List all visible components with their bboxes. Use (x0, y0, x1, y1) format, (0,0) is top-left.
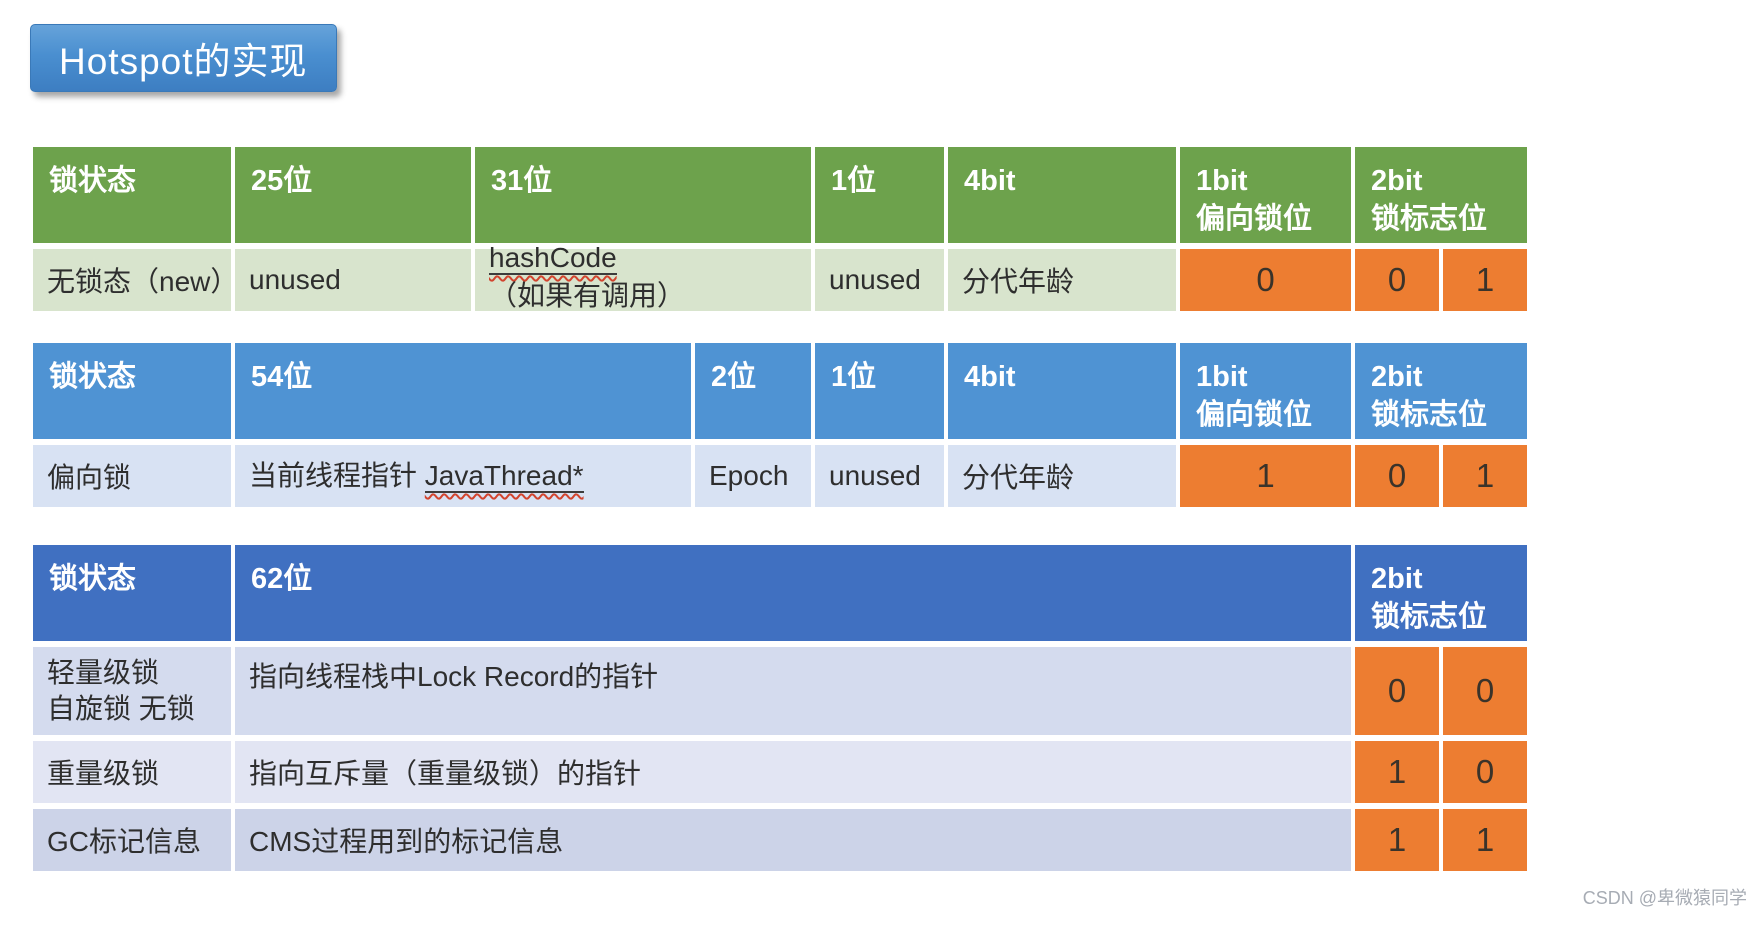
table-row-heavyweight: 重量级锁 指向互斥量（重量级锁）的指针 1 0 (33, 741, 1527, 803)
cell-state: 无锁态（new） (33, 249, 238, 311)
table-no-lock-data-row: 无锁态（new） unused hashCode （如果有调用） unused 分… (33, 242, 1527, 311)
thread-pointer-text: 当前线程指针 JavaThread* (249, 454, 584, 498)
cell-unused-1: unused (815, 249, 944, 311)
table-biased-lock: 锁状态 54位 2位 1位 4bit 1bit 偏向锁位 2bit 锁标志位 偏… (33, 343, 1527, 507)
hashcode-rest: （如果有调用） (489, 280, 686, 311)
header-bias-bit: 1bit 偏向锁位 (1180, 147, 1351, 243)
header-4bit: 4bit (948, 343, 1176, 439)
table-other-locks: 锁状态 62位 2bit 锁标志位 轻量级锁 自旋锁 无锁 指向线程栈中Lock… (33, 545, 1527, 871)
cell-flag-bit-1: 1 (1355, 809, 1439, 871)
cell-thread-pointer: 当前线程指针 JavaThread* (235, 445, 691, 507)
table-other-header-row: 锁状态 62位 2bit 锁标志位 (33, 545, 1527, 641)
cell-state: 重量级锁 (33, 741, 231, 803)
cell-desc: 指向线程栈中Lock Record的指针 (235, 647, 1351, 735)
header-31bit: 31位 (475, 147, 811, 243)
javathread-underlined: JavaThread* (424, 460, 584, 493)
cell-age: 分代年龄 (948, 445, 1176, 507)
cell-flag-bit-1: 0 (1355, 647, 1439, 735)
header-lock-state: 锁状态 (33, 343, 231, 439)
hashcode-underlined: hashCode (489, 242, 617, 275)
table-row-gc-mark: GC标记信息 CMS过程用到的标记信息 1 1 (33, 809, 1527, 871)
cell-age: 分代年龄 (948, 249, 1176, 311)
cell-flag-bit-1: 0 (1355, 249, 1439, 311)
slide-title: Hotspot的实现 (30, 24, 337, 92)
cell-unused: unused (815, 445, 944, 507)
slide-title-text: Hotspot的实现 (59, 41, 308, 82)
header-2bit: 2位 (695, 343, 811, 439)
cell-flag-bit-2: 0 (1443, 741, 1527, 803)
cell-state: 轻量级锁 自旋锁 无锁 (33, 647, 231, 735)
cell-bias-bit: 1 (1180, 445, 1351, 507)
header-1bit: 1位 (815, 147, 944, 243)
header-62bit: 62位 (235, 545, 1351, 641)
cell-flag-bit-1: 1 (1355, 741, 1439, 803)
cell-epoch: Epoch (695, 445, 811, 507)
header-flag-bits: 2bit 锁标志位 (1355, 545, 1527, 641)
header-lock-state: 锁状态 (33, 545, 231, 641)
cell-desc: 指向互斥量（重量级锁）的指针 (235, 741, 1351, 803)
table-biased-header-row: 锁状态 54位 2位 1位 4bit 1bit 偏向锁位 2bit 锁标志位 (33, 343, 1527, 439)
header-54bit: 54位 (235, 343, 691, 439)
table-row-lightweight: 轻量级锁 自旋锁 无锁 指向线程栈中Lock Record的指针 0 0 (33, 647, 1527, 735)
header-flag-bits: 2bit 锁标志位 (1355, 147, 1527, 243)
cell-flag-bit-1: 0 (1355, 445, 1439, 507)
cell-flag-bit-2: 1 (1443, 445, 1527, 507)
header-lock-state: 锁状态 (33, 147, 231, 243)
table-no-lock-header-row: 锁状态 25位 31位 1位 4bit 1bit 偏向锁位 2bit 锁标志位 (33, 147, 1527, 243)
table-no-lock: 锁状态 25位 31位 1位 4bit 1bit 偏向锁位 2bit 锁标志位 … (33, 147, 1527, 311)
cell-flag-bit-2: 0 (1443, 647, 1527, 735)
header-4bit: 4bit (948, 147, 1176, 243)
cell-hashcode: hashCode （如果有调用） (475, 242, 811, 311)
csdn-watermark: CSDN @卑微猿同学 (1582, 888, 1747, 908)
header-bias-bit: 1bit 偏向锁位 (1180, 343, 1351, 439)
cell-state: GC标记信息 (33, 809, 231, 871)
cell-desc: CMS过程用到的标记信息 (235, 809, 1351, 871)
cell-unused-25: unused (235, 249, 471, 311)
cell-state: 偏向锁 (33, 445, 231, 507)
header-flag-bits: 2bit 锁标志位 (1355, 343, 1527, 439)
cell-bias-bit: 0 (1180, 249, 1351, 311)
table-biased-data-row: 偏向锁 当前线程指针 JavaThread* Epoch unused 分代年龄… (33, 445, 1527, 507)
cell-flag-bit-2: 1 (1443, 249, 1527, 311)
hashcode-text: hashCode （如果有调用） (489, 242, 811, 318)
cell-flag-bit-2: 1 (1443, 809, 1527, 871)
thread-pointer-prefix: 当前线程指针 (249, 460, 425, 491)
header-25bit: 25位 (235, 147, 471, 243)
header-1bit: 1位 (815, 343, 944, 439)
